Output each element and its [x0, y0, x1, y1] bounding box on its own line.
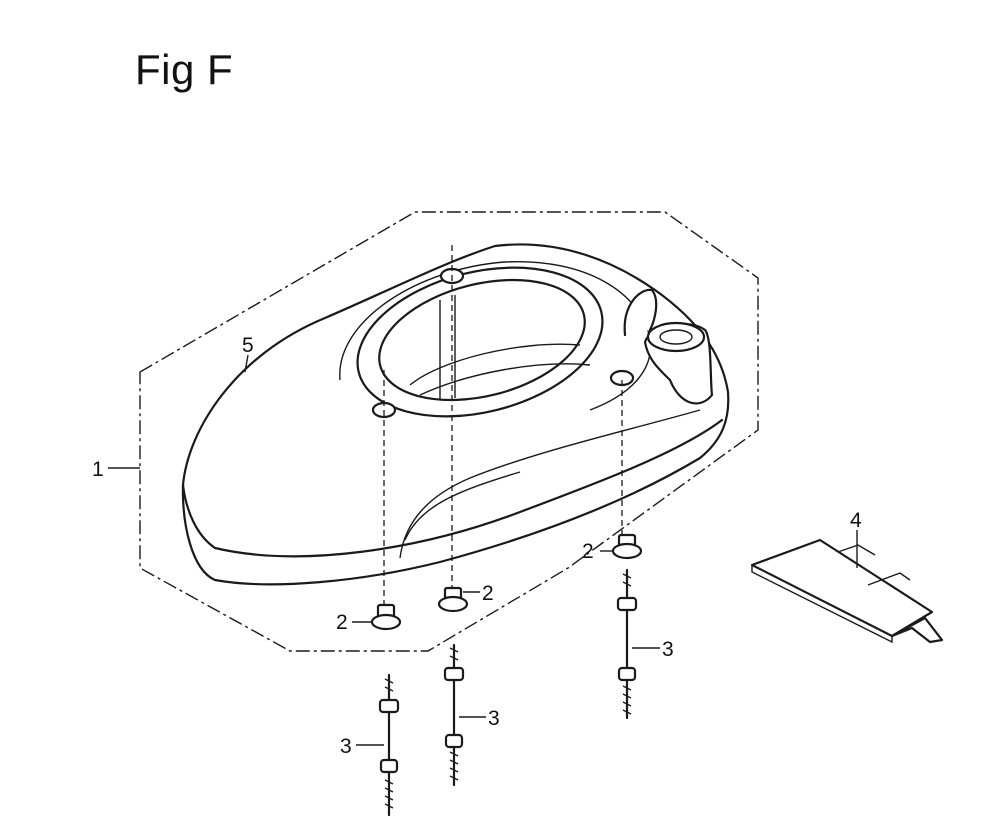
callout-3-left: 3 [340, 735, 352, 758]
callout-5: 5 [242, 334, 254, 357]
callout-2-left: 2 [336, 611, 348, 634]
bolt-center [443, 643, 465, 787]
figure-title: Fig F [135, 46, 234, 93]
bushing-right [611, 533, 643, 560]
callout-1: 1 [92, 458, 104, 481]
callout-2-right: 2 [582, 540, 594, 563]
callout-3-right: 3 [662, 638, 674, 661]
plate-part [750, 538, 944, 644]
callout-4: 4 [850, 509, 862, 532]
callout-3-center: 3 [488, 707, 500, 730]
bushing-center [437, 586, 469, 613]
bushing-left [370, 603, 402, 631]
bolt-right [616, 568, 638, 720]
callout-2-center: 2 [482, 582, 494, 605]
assembly-boundary [139, 211, 759, 652]
fan-cover-shroud [181, 243, 730, 586]
bolt-left [378, 673, 400, 817]
